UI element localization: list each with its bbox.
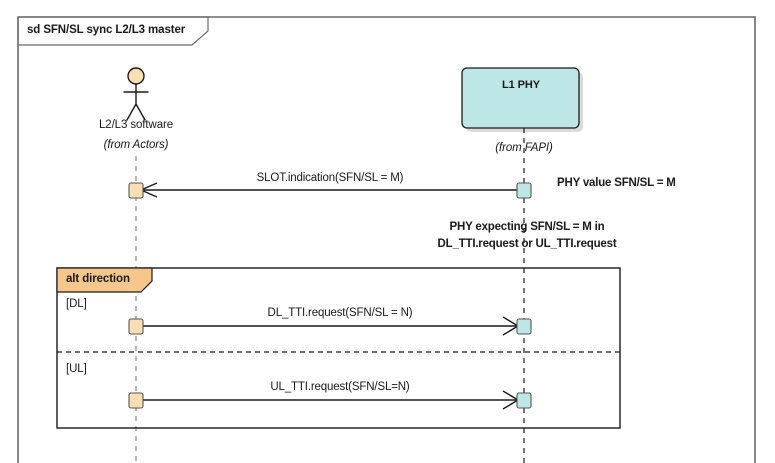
actor-body-icon bbox=[123, 83, 149, 121]
lifeline-actor-l2l3-software[interactable] bbox=[123, 67, 149, 463]
note-phy-expecting-line1: PHY expecting SFN/SL = M in bbox=[449, 221, 605, 233]
activation-actor-3 bbox=[128, 392, 144, 409]
message-label-dl-tti-request: DL_TTI.request(SFN/SL = N) bbox=[267, 307, 413, 319]
combined-fragment-alt-direction[interactable] bbox=[56, 267, 621, 429]
lifeline-qualifier-actor: (from Actors) bbox=[103, 139, 169, 151]
message-label-ul-tti-request: UL_TTI.request(SFN/SL=N) bbox=[270, 381, 410, 393]
note-phy-expecting-line2: DL_TTI.request or UL_TTI.request bbox=[437, 238, 617, 250]
activation-phy-3 bbox=[516, 392, 532, 409]
fragment-operator-tab bbox=[56, 267, 153, 293]
lifeline-qualifier-phy: (from FAPI) bbox=[495, 142, 553, 154]
frame-border bbox=[17, 16, 756, 463]
message-label-slot-indication: SLOT.indication(SFN/SL = M) bbox=[256, 172, 404, 184]
message-dl-tti-request[interactable] bbox=[142, 316, 520, 336]
fragment-guard-ul: [UL] bbox=[66, 363, 87, 375]
message-slot-indication[interactable] bbox=[139, 182, 524, 198]
activation-actor-2 bbox=[128, 318, 144, 335]
activation-actor-1 bbox=[128, 182, 144, 199]
fragment-operator-label: alt direction bbox=[66, 273, 130, 285]
lifeline-label-phy: L1 PHY bbox=[502, 79, 540, 91]
actor-head-icon bbox=[127, 67, 145, 85]
fragment-border bbox=[56, 267, 621, 429]
message-ul-tti-request[interactable] bbox=[142, 390, 520, 410]
note-phy-value: PHY value SFN/SL = M bbox=[557, 177, 676, 189]
phy-box bbox=[461, 67, 580, 129]
diagram-frame bbox=[17, 16, 756, 463]
fragment-guard-dl: [DL] bbox=[66, 298, 87, 310]
activation-phy-2 bbox=[516, 318, 532, 335]
lifeline-object-l1-phy[interactable] bbox=[461, 67, 583, 463]
lifeline-label-actor: L2/L3 software bbox=[98, 119, 174, 131]
diagram-frame-label: sd SFN/SL sync L2/L3 master bbox=[27, 24, 186, 36]
activation-phy-1 bbox=[516, 182, 532, 199]
